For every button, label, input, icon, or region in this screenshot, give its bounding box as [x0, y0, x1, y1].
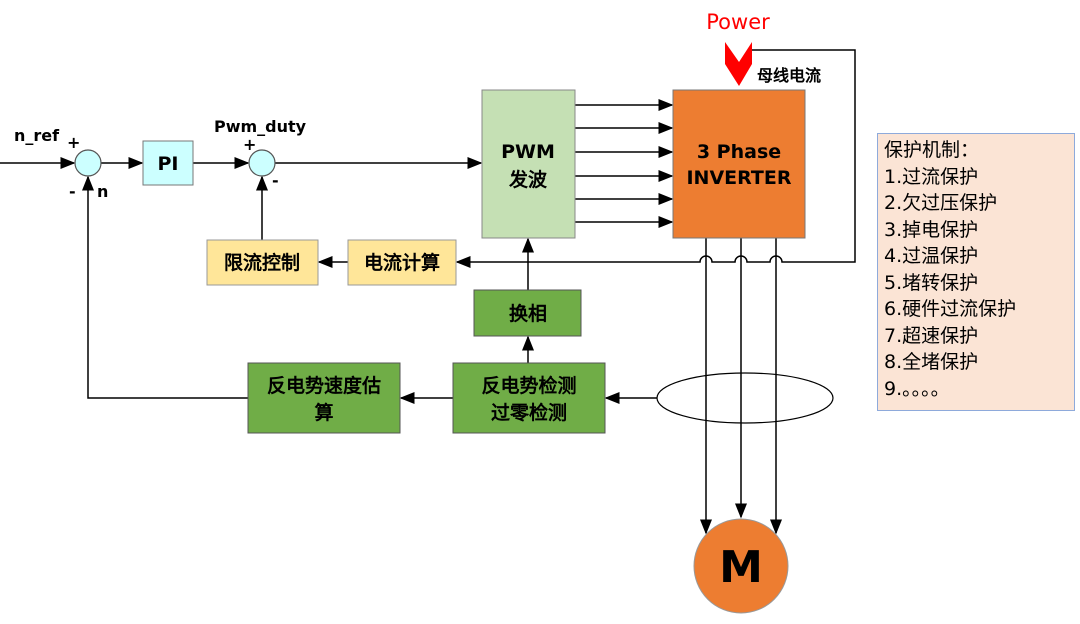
minus-sign: - [69, 182, 76, 201]
bemf-detect-block [452, 362, 606, 434]
bemf-speed-label: 反电势速度估 [267, 374, 381, 397]
pwm-label-2: 发波 [508, 168, 548, 191]
pi-label: PI [158, 153, 179, 175]
current-limit-block [206, 239, 319, 286]
protection-item: 6.硬件过流保护 [884, 298, 1017, 320]
summing-junction-speed [74, 149, 102, 177]
zero-cross-label: 过零检测 [491, 401, 567, 424]
motor-label: M [719, 542, 763, 593]
minus-sign: - [272, 171, 279, 190]
bus-current-label: 母线电流 [757, 66, 821, 85]
bemf-speed-label-2: 算 [314, 401, 333, 424]
current-calc-block [347, 239, 457, 286]
n-label: n [97, 182, 108, 201]
current-limit-label: 限流控制 [224, 251, 300, 274]
pwm-duty-label: Pwm_duty [214, 117, 307, 136]
protection-item: 4.过温保护 [884, 245, 979, 267]
protection-item: 8.全堵保护 [884, 351, 979, 373]
motor-circle [693, 518, 789, 614]
protection-item: 5.堵转保护 [884, 271, 979, 294]
pwm-block [481, 89, 576, 239]
commutation-block [473, 289, 582, 337]
bemf-detect-label: 反电势检测 [481, 374, 576, 397]
summing-junction-duty [248, 149, 276, 177]
protection-item: 7.超速保护 [884, 324, 979, 347]
power-arrow-icon [725, 42, 752, 86]
inverter-label-2: INVERTER [686, 167, 791, 189]
pi-block [142, 140, 194, 186]
commutation-label: 换相 [509, 302, 547, 325]
power-label: Power [706, 10, 770, 34]
protection-item: 3.掉电保护 [884, 218, 979, 241]
protection-title: 保护机制： [884, 139, 980, 161]
connections [0, 49, 856, 535]
plus-sign: + [243, 135, 256, 154]
pwm-label: PWM [501, 141, 555, 163]
protection-item: 9.。。。。 [884, 377, 950, 400]
bemf-speed-block [247, 362, 401, 434]
current-sensor-ellipse [656, 372, 834, 424]
n-ref-label: n_ref [14, 126, 60, 145]
protection-item: 2.欠过压保护 [884, 192, 998, 214]
current-calc-label: 电流计算 [364, 251, 440, 274]
protection-item: 1.过流保护 [884, 165, 979, 188]
inverter-block [672, 89, 806, 239]
inverter-label: 3 Phase [697, 141, 781, 163]
plus-sign: + [67, 133, 80, 152]
protection-panel: 保护机制： 1.过流保护 2.欠过压保护 3.掉电保护 4.过温保护 5.堵转保… [877, 133, 1075, 411]
